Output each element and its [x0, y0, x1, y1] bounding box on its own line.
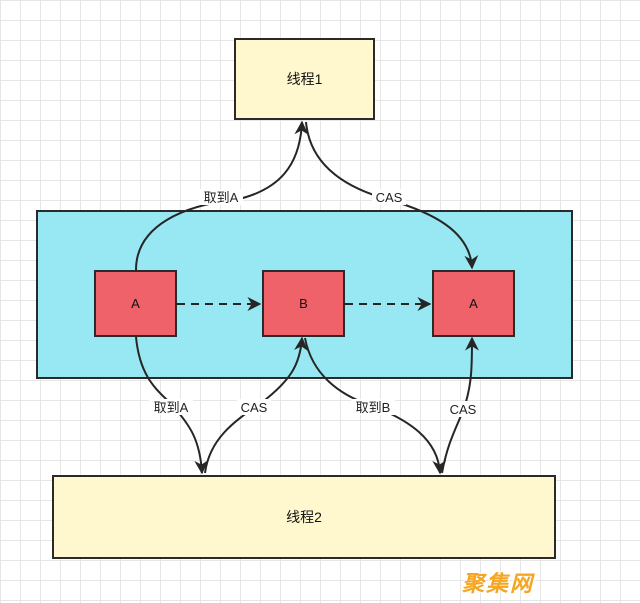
- thread1-box: 线程1: [234, 38, 375, 120]
- thread1-read-label: 取到A: [204, 190, 239, 205]
- thread2-box: 线程2: [52, 475, 556, 559]
- value-a-final-label: A: [469, 296, 478, 311]
- value-box-a-initial: A: [94, 270, 177, 337]
- watermark-logo: 聚集网: [462, 572, 535, 597]
- thread2-cas-a-label: CAS: [450, 402, 477, 417]
- value-box-a-final: A: [432, 270, 515, 337]
- value-box-b: B: [262, 270, 345, 337]
- thread2-label: 线程2: [286, 509, 322, 525]
- thread2-read-a-label: 取到A: [154, 400, 189, 415]
- value-a-initial-label: A: [131, 296, 140, 311]
- thread1-cas-label: CAS: [376, 190, 403, 205]
- thread1-label: 线程1: [286, 71, 323, 87]
- value-b-label: B: [299, 296, 308, 311]
- thread2-read-b-label: 取到B: [356, 400, 391, 415]
- thread2-cas-b-label: CAS: [241, 400, 268, 415]
